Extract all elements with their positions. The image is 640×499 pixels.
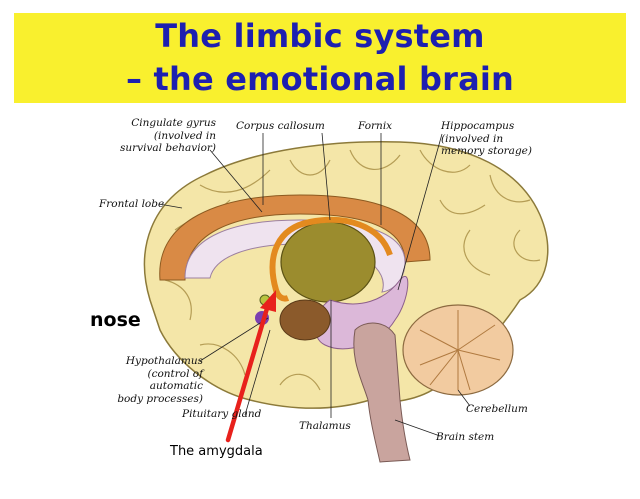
label-frontal-lobe: Frontal lobe [99,198,165,210]
thalamus [280,221,376,303]
amygdala-arrow [225,290,276,443]
title-banner [14,13,626,103]
label-brain-stem: Brain stem [436,431,495,443]
title-line-1: The limbic system [155,17,485,55]
label-amygdala: The amygdala [170,444,263,459]
label-pituitary-gland: Pituitary gland [182,408,262,420]
cerebellum-folia [419,310,501,391]
label-cerebellum: Cerebellum [466,403,528,415]
cingulate-gyrus [159,194,431,281]
label-thalamus: Thalamus [299,420,351,432]
title-line-2: – the emotional brain [125,60,515,98]
hypothalamus [279,299,331,341]
label-hypothalamus: Hypothalamus (control of automatic body … [117,355,203,405]
label-nose: nose [90,309,141,331]
label-cingulate-gyrus: Cingulate gyrus (involved in survival be… [120,117,217,154]
fornix [269,216,393,302]
label-corpus-callosum: Corpus callosum [236,120,325,132]
label-fornix: Fornix [358,120,393,132]
label-leader-lines [158,132,471,437]
label-hippocampus: Hippocampus (involved in memory storage) [441,120,532,157]
brain-stem [353,322,411,463]
